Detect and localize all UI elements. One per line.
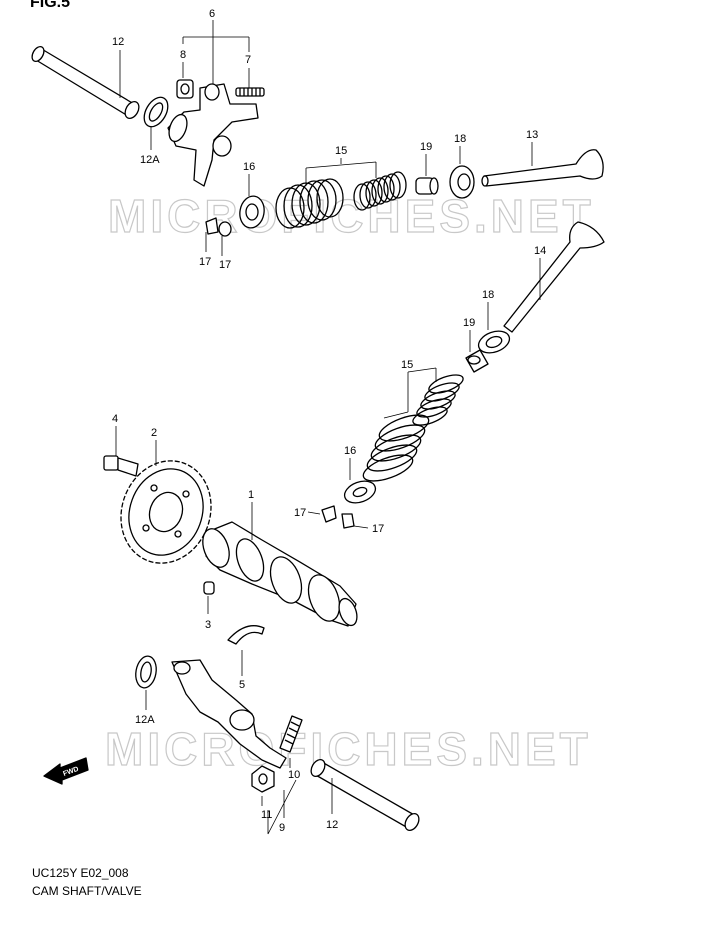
watermark-bottom: MICROFICHES.NET [105,723,592,775]
cam-sprocket-2 [120,460,212,564]
label-17-top-a: 17 [199,256,211,268]
label-12-bottom: 12 [326,819,338,831]
label-12a-top: 12A [140,154,160,166]
nut-8 [176,79,194,99]
label-18-top: 18 [454,133,466,145]
label-1: 1 [248,489,254,501]
adjusting-screw-10 [279,715,303,753]
figure-heading: FIG.5 [30,0,71,11]
label-4: 4 [112,413,118,425]
bolt-4 [103,455,139,477]
label-12a-bottom: 12A [135,714,155,726]
label-13: 13 [526,129,538,141]
retainer-18-top [449,165,475,199]
nut-11 [251,765,275,793]
label-9: 9 [279,822,285,834]
label-16-mid: 16 [344,445,356,457]
label-2: 2 [151,427,157,439]
label-3: 3 [205,619,211,631]
washer-12a-bottom [135,655,157,689]
label-17-mid-b: 17 [372,523,384,535]
intake-valve-13 [481,149,604,187]
adjusting-screw-7 [235,87,265,97]
label-7: 7 [245,54,251,66]
label-5: 5 [239,679,245,691]
rocker-arm-6 [167,83,259,187]
label-10: 10 [288,769,300,781]
pin-3 [203,581,215,595]
label-14: 14 [534,245,546,257]
retainer-18-mid [477,330,511,354]
label-16-top: 16 [243,161,255,173]
label-17-mid-a: 17 [294,507,306,519]
camshaft-1 [202,521,358,627]
leader-lines [115,20,541,835]
label-15-top: 15 [335,145,347,157]
label-11: 11 [261,809,272,821]
stem-seal-19-top [415,177,439,195]
rocker-arm-9 [171,659,287,769]
spring-seat-16-mid [343,480,377,504]
label-17-top-b: 17 [219,259,231,271]
rocker-shaft-bottom [310,758,420,832]
diagram-title: CAM SHAFT/VALVE [32,884,142,898]
spring-seat-16-top [239,195,265,229]
exhaust-valve-14 [503,221,605,333]
label-19-top: 19 [420,141,432,153]
diagram-code: UC125Y E02_008 [32,866,129,880]
label-15-mid: 15 [401,359,413,371]
valve-spring-inner-top [353,171,407,211]
label-12: 12 [112,36,124,48]
valve-spring-inner-mid [412,374,464,426]
watermark-top: MICROFICHES.NET [108,190,595,242]
label-6: 6 [209,8,215,20]
part-labels: 12 6 8 7 12A 16 15 19 18 13 17 17 14 18 … [112,8,546,834]
cotter-17-mid-a [321,505,337,523]
label-8: 8 [180,49,186,61]
cotter-17-top-a [205,217,219,235]
label-19-mid: 19 [463,317,475,329]
valve-spring-outer-top [275,178,344,229]
cotter-17-mid-b [341,513,355,529]
rocker-shaft-top [31,45,140,120]
stem-seal-19-mid [465,349,489,373]
fwd-arrow-icon [43,757,89,785]
ring-5 [227,625,265,645]
cotter-17-top-b [218,221,232,237]
label-18-mid: 18 [482,289,494,301]
valve-spring-outer-mid [362,414,430,482]
washer-12a-top [143,96,169,128]
